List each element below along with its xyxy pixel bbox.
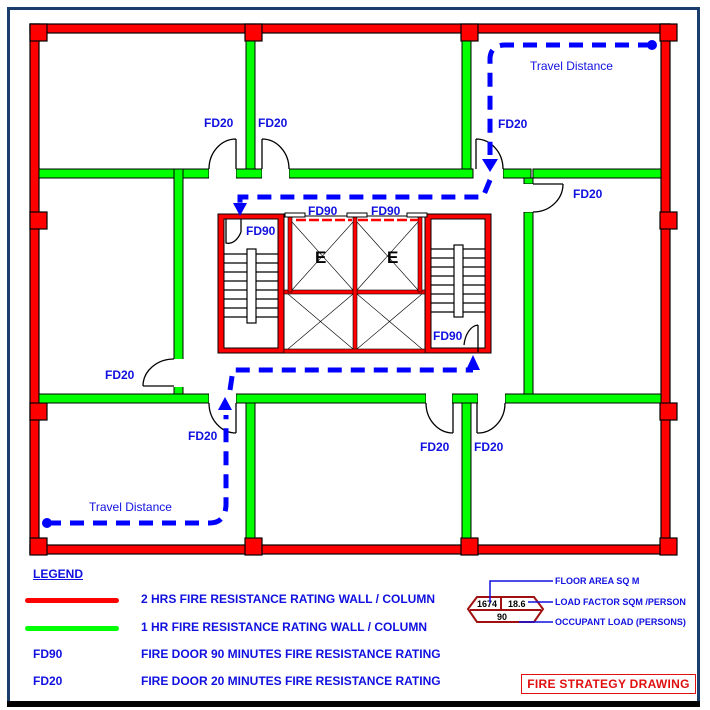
green-line-swatch: [25, 626, 119, 631]
legend-text: 1 HR FIRE RESISTANCE RATING WALL / COLUM…: [141, 620, 428, 634]
door-label-fd20: FD20: [474, 440, 504, 454]
legend-code: FD90: [33, 647, 63, 661]
elevator-label: E: [315, 248, 326, 267]
floor-area-value: 1674: [477, 599, 497, 609]
travel-distance-label: Travel Distance: [89, 500, 172, 514]
door-label-fd20: FD20: [420, 440, 450, 454]
travel-distance-label: Travel Distance: [530, 59, 613, 73]
load-factor-value: 18.6: [508, 599, 526, 609]
door-swings: [142, 138, 564, 434]
door-label-fd20: FD20: [188, 429, 218, 443]
core-block: [217, 212, 492, 354]
load-factor-label: LOAD FACTOR SQM /PERSON: [555, 597, 686, 607]
travel-path-bottom-left: [42, 367, 473, 528]
legend-text: FIRE DOOR 90 MINUTES FIRE RESISTANCE RAT…: [141, 647, 441, 661]
legend-code: FD20: [33, 674, 63, 688]
columns-2hr: [29, 23, 678, 556]
door-label-fd20: FD20: [498, 117, 528, 131]
travel-path-arrows: [218, 159, 498, 410]
elevator-label: E: [387, 248, 398, 267]
door-label-fd20: FD20: [258, 116, 288, 130]
occupant-load-value: 90: [497, 612, 507, 622]
internal-walls-1hr: [38, 40, 662, 539]
drawing-frame-bottom: [7, 701, 700, 707]
door-label-fd90: FD90: [371, 204, 401, 218]
door-label-fd90: FD90: [433, 329, 463, 343]
door-label-fd20: FD20: [204, 116, 234, 130]
legend-item-fd90: FD90 FIRE DOOR 90 MINUTES FIRE RESISTANC…: [0, 647, 470, 663]
legend-item-fd20: FD20 FIRE DOOR 20 MINUTES FIRE RESISTANC…: [0, 674, 470, 690]
travel-path-top-right: [237, 40, 657, 205]
legend-text: FIRE DOOR 20 MINUTES FIRE RESISTANCE RAT…: [141, 674, 441, 688]
floor-area-label: FLOOR AREA SQ M: [555, 576, 639, 586]
legend-text: 2 HRS FIRE RESISTANCE RATING WALL / COLU…: [141, 592, 436, 606]
door-label-fd90: FD90: [308, 204, 338, 218]
legend-item-1hr-wall: 1 HR FIRE RESISTANCE RATING WALL / COLUM…: [0, 620, 470, 636]
door-label-fd20: FD20: [105, 368, 135, 382]
occupancy-key: 1674 18.6 90 FLOOR AREA SQ M LOAD FACTOR…: [466, 576, 686, 627]
drawing-title-block: FIRE STRATEGY DRAWING: [521, 674, 696, 694]
door-label-fd20: FD20: [573, 187, 603, 201]
red-line-swatch: [25, 598, 119, 603]
drawing-frame: [7, 7, 700, 703]
legend-item-2hr-wall: 2 HRS FIRE RESISTANCE RATING WALL / COLU…: [0, 592, 470, 608]
travel-start-point-top: [647, 40, 657, 50]
door-label-fd90: FD90: [246, 224, 276, 238]
travel-start-point-bottom: [42, 518, 52, 528]
occupant-load-label: OCCUPANT LOAD (PERSONS): [555, 617, 686, 627]
legend-title: LEGEND: [33, 567, 84, 581]
